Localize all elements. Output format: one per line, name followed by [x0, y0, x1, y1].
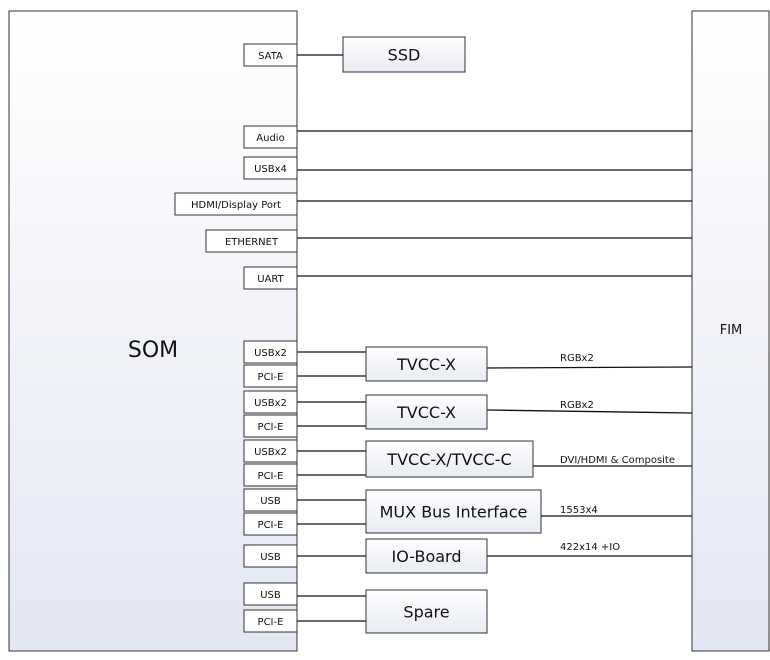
port-hdmi-display-port-3: HDMI/Display Port [174, 192, 298, 216]
port-box [243, 414, 298, 438]
block-label: IO-Board [392, 547, 462, 566]
fim-label: FIM [720, 323, 743, 338]
port-sata-0: SATA [243, 43, 298, 67]
port-usb-15: USB [243, 582, 298, 606]
block-box [365, 489, 542, 534]
block-tvcc-x-2: TVCC-X [365, 394, 488, 430]
block-tvcc-x-tvcc-c-3: TVCC-X/TVCC-C [365, 440, 534, 478]
port-box [243, 439, 298, 463]
port-label: SATA [258, 51, 283, 62]
block-label: TVCC-X [396, 403, 456, 422]
port-box [243, 364, 298, 388]
port-usb-14: USB [243, 544, 298, 568]
port-ethernet-4: ETHERNET [205, 229, 298, 253]
port-box [243, 512, 298, 536]
port-label: USBx2 [254, 447, 287, 458]
port-label: PCI-E [258, 520, 284, 531]
port-pci-e-16: PCI-E [243, 609, 298, 633]
block-box [365, 394, 488, 430]
port-pci-e-9: PCI-E [243, 414, 298, 438]
port-label: USBx2 [254, 398, 287, 409]
connector-line-11 [486, 409, 693, 414]
port-usbx2-8: USBx2 [243, 390, 298, 414]
port-usbx2-10: USBx2 [243, 439, 298, 463]
block-label: SSD [388, 46, 421, 65]
port-box [243, 463, 298, 487]
port-label: PCI-E [258, 422, 284, 433]
block-tvcc-x-1: TVCC-X [365, 346, 488, 382]
port-usbx2-6: USBx2 [243, 340, 298, 364]
port-label: HDMI/Display Port [191, 200, 281, 211]
block-box [342, 36, 466, 73]
block-ssd-0: SSD [342, 36, 466, 73]
signal-rgbx2: RGBx2 [560, 353, 594, 364]
port-label: PCI-E [258, 617, 284, 628]
port-label: USBx4 [254, 164, 287, 175]
signal-422x14-io: 422x14 +IO [560, 542, 620, 553]
port-usb-12: USB [243, 488, 298, 512]
signal-1553x4: 1553x4 [560, 505, 598, 516]
block-label: MUX Bus Interface [380, 503, 528, 522]
port-box [243, 488, 298, 512]
connection-lines [297, 54, 693, 622]
port-label: ETHERNET [225, 237, 279, 248]
port-audio-1: Audio [243, 125, 298, 149]
block-spare-6: Spare [365, 589, 488, 634]
port-label: PCI-E [258, 471, 284, 482]
functional-blocks: SSD TVCC-X TVCC-X TVCC-X/TVCC-C MUX Bus Inte… [342, 36, 542, 634]
port-uart-5: UART [243, 266, 298, 290]
block-box [365, 440, 534, 478]
fim-panel [691, 10, 770, 652]
block-label: Spare [403, 603, 449, 622]
port-pci-e-7: PCI-E [243, 364, 298, 388]
port-label: PCI-E [258, 372, 284, 383]
port-box [243, 125, 298, 149]
port-box [243, 43, 298, 67]
port-pci-e-11: PCI-E [243, 463, 298, 487]
port-box [243, 156, 298, 180]
port-box [243, 390, 298, 414]
port-box [205, 229, 298, 253]
port-box [174, 192, 298, 216]
port-box [243, 340, 298, 364]
som-panel [8, 10, 298, 652]
port-box [243, 544, 298, 568]
port-box [243, 609, 298, 633]
block-label: TVCC-X/TVCC-C [386, 450, 511, 469]
port-label: UART [257, 274, 284, 285]
block-label: TVCC-X [396, 355, 456, 374]
block-io-board-5: IO-Board [365, 538, 488, 574]
block-mux-bus-interface-4: MUX Bus Interface [365, 489, 542, 534]
block-box [365, 346, 488, 382]
connector-line-8 [486, 366, 693, 369]
port-label: USB [260, 496, 281, 507]
block-box [365, 589, 488, 634]
signal-dvi-hdmi-composite: DVI/HDMI & Composite [560, 455, 675, 466]
port-label: USB [260, 590, 281, 601]
port-label: USBx2 [254, 348, 287, 359]
port-pci-e-13: PCI-E [243, 512, 298, 536]
port-label: Audio [256, 133, 284, 144]
port-box [243, 582, 298, 606]
port-box [243, 266, 298, 290]
block-box [365, 538, 488, 574]
port-label: USB [260, 552, 281, 563]
som-label: SOM [128, 338, 178, 363]
signal-rgbx2: RGBx2 [560, 400, 594, 411]
port-usbx4-2: USBx4 [243, 156, 298, 180]
